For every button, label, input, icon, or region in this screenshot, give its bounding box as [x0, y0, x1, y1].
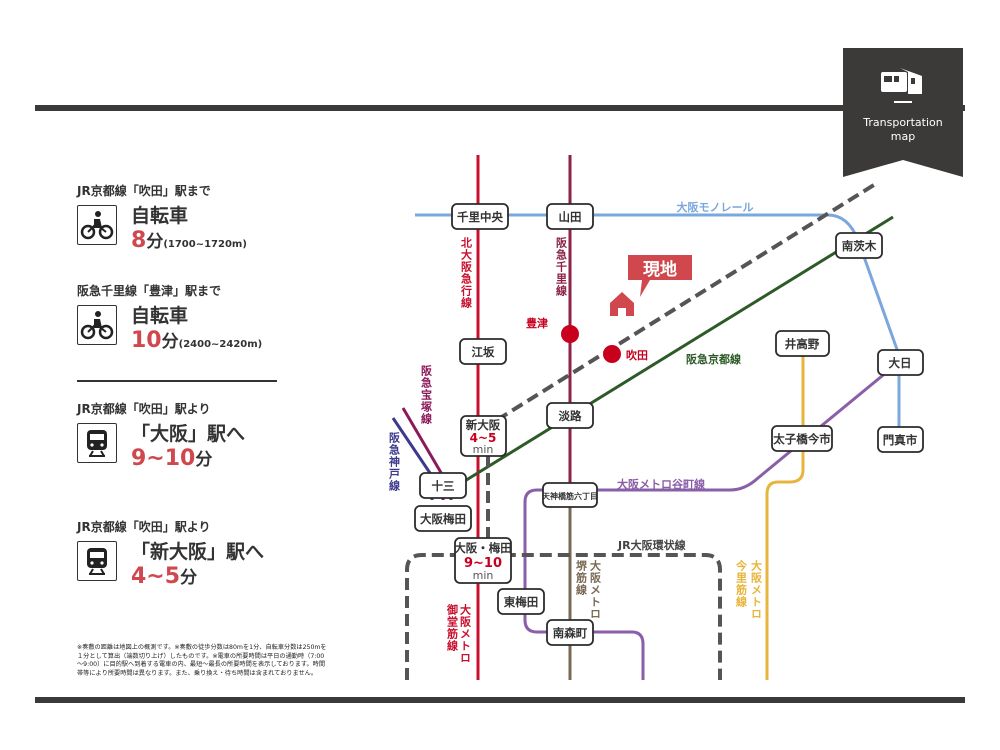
svg-text:大阪梅田: 大阪梅田 [420, 512, 466, 526]
bottom-rule [35, 697, 965, 703]
route-unit: 分 [180, 568, 198, 588]
label-imazatosuji-b: 今里筋線 [735, 559, 749, 608]
station-itakano: 井高野 [775, 330, 830, 357]
route-unit: 分 [161, 332, 179, 352]
label-sakaisuji-a: 大阪メトロ [589, 559, 602, 620]
label-kobe: 阪急神戸線 [388, 431, 401, 492]
svg-text:淡路: 淡路 [559, 409, 582, 423]
svg-text:大日: 大日 [889, 356, 912, 370]
route-unit: 分 [146, 232, 164, 252]
route-time: 9~10 [131, 446, 196, 471]
osaka-time: 9~10 [464, 556, 502, 571]
label-jr-loop: JR大阪環状線 [617, 538, 686, 552]
train-icon [77, 423, 117, 463]
station-senri-chuo: 千里中央 [451, 203, 509, 230]
svg-text:東梅田: 東梅田 [504, 595, 539, 609]
line-jr-loop [405, 553, 722, 680]
route-time: 10 [131, 328, 162, 353]
label-hankyu-kyoto: 阪急京都線 [686, 352, 741, 366]
station-osaka: 大阪・梅田 9~10 min [454, 537, 512, 584]
svg-text:天神橋筋六丁目: 天神橋筋六丁目 [542, 491, 598, 501]
station-tenroku: 天神橋筋六丁目 [542, 482, 598, 508]
label-monorail: 大阪モノレール [677, 200, 754, 214]
station-kadoma: 門真市 [877, 426, 924, 453]
route-train-shin-osaka: JR京都線「吹田」駅より 「新大阪」駅へ 4~5分 [77, 518, 264, 589]
line-monorail [415, 213, 901, 438]
bicycle-icon [77, 205, 117, 245]
route-train-osaka: JR京都線「吹田」駅より 「大阪」駅へ 9~10分 [77, 400, 245, 471]
route-time: 4~5 [131, 564, 181, 589]
svg-text:山田: 山田 [559, 210, 582, 224]
station-juso: 十三 [419, 472, 467, 499]
label-kita-osaka: 北大阪急行線 [460, 236, 474, 309]
label-tanimachi: 大阪メトロ谷町線 [617, 477, 705, 491]
station-dot-toyotsu [561, 325, 579, 343]
label-midosuji-a: 大阪メトロ [459, 603, 472, 664]
route-mode: 自転車 [131, 305, 189, 327]
station-osaka-umeda-hankyu: 大阪梅田 [414, 505, 472, 532]
svg-text:十三: 十三 [432, 479, 455, 493]
station-toyotsu: 豊津 [526, 316, 548, 330]
route-mode: 自転車 [131, 205, 189, 227]
station-suita: 吹田 [626, 348, 648, 362]
footnote: ※奏敷の距離は地図上の概測です。※奏敷の徒歩分数は80mを1分、自転車分数は25… [77, 644, 327, 677]
route-distance: (2400~2420m) [178, 339, 263, 350]
divider [77, 380, 277, 382]
station-dot-suita [603, 345, 621, 363]
shin-osaka-time: 4~5 [470, 431, 497, 445]
svg-text:min: min [473, 443, 494, 456]
station-dainichi: 大日 [877, 349, 924, 376]
label-midosuji-b: 御堂筋線 [446, 603, 460, 652]
station-awaji: 淡路 [546, 402, 594, 429]
svg-text:南茨木: 南茨木 [842, 239, 877, 253]
svg-text:千里中央: 千里中央 [457, 210, 503, 224]
station-taishibashi: 太子橋今市 [771, 425, 833, 452]
svg-text:江坂: 江坂 [472, 345, 495, 359]
label-sakaisuji-b: 堺筋線 [575, 559, 589, 596]
station-higashi-umeda: 東梅田 [497, 588, 545, 615]
route-destination: 「大阪」駅へ [131, 423, 246, 445]
label-imazatosuji-a: 大阪メトロ [750, 559, 763, 620]
route-bicycle-suita: JR京都線「吹田」駅まで 自転車 8分(1700~1720m) [77, 182, 247, 253]
route-bicycle-toyotsu: 阪急千里線「豊津」駅まで 自転車 10分(2400~2420m) [77, 282, 262, 353]
label-takarazuka: 阪急宝塚線 [420, 364, 433, 425]
route-heading: 阪急千里線「豊津」駅まで [77, 284, 222, 298]
svg-text:門真市: 門真市 [883, 433, 918, 447]
line-jr-kyoto [495, 181, 879, 422]
house-icon [610, 292, 634, 316]
bicycle-icon [77, 305, 117, 345]
route-heading: JR京都線「吹田」駅より [77, 520, 211, 534]
svg-text:新大阪: 新大阪 [466, 418, 501, 432]
svg-text:大阪・梅田: 大阪・梅田 [454, 541, 512, 555]
route-unit: 分 [195, 450, 213, 470]
line-hankyu-kyoto [454, 215, 894, 489]
svg-text:南森町: 南森町 [553, 626, 588, 640]
station-minami-ibaraki: 南茨木 [835, 232, 883, 259]
svg-text:太子橋今市: 太子橋今市 [772, 432, 831, 446]
route-time: 8 [131, 228, 147, 253]
route-distance: (1700~1720m) [163, 239, 247, 250]
station-shin-osaka: 新大阪 4~5 min [460, 415, 507, 457]
route-heading: JR京都線「吹田」駅より [77, 402, 211, 416]
current-location-label: 現地 [643, 259, 677, 280]
current-location-marker: 現地 [610, 255, 692, 316]
train-icon [77, 541, 117, 581]
line-imazatosuji [765, 343, 805, 680]
label-senri: 阪急千里線 [555, 236, 568, 297]
svg-text:min: min [473, 569, 494, 582]
line-tanimachi [523, 360, 900, 680]
top-rule [35, 105, 965, 111]
route-heading: JR京都線「吹田」駅まで [77, 184, 211, 198]
svg-text:井高野: 井高野 [785, 337, 820, 351]
station-yamada: 山田 [546, 203, 594, 230]
station-esaka: 江坂 [459, 338, 507, 365]
route-destination: 「新大阪」駅へ [131, 541, 265, 563]
station-minami-morimachi: 南森町 [546, 619, 594, 646]
